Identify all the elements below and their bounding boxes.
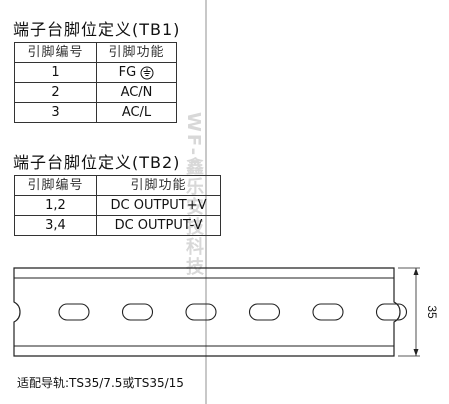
table-row: 3 AC/L — [14, 102, 177, 123]
rail-compatibility-note: 适配导轨:TS35/7.5或TS35/15 — [17, 376, 184, 390]
header-pin-function: 引脚功能 — [96, 42, 177, 63]
pin-function-label: FG — [118, 65, 137, 80]
header-pin-number: 引脚编号 — [14, 175, 97, 196]
pin-number: 3,4 — [14, 215, 97, 236]
rail-slot — [375, 303, 408, 321]
tb2-pin-table: 引脚编号 引脚功能 1,2 DC OUTPUT+V 3,4 DC OUTPUT-… — [14, 175, 221, 236]
pin-function: FG — [96, 62, 177, 83]
rail-slot — [185, 303, 217, 321]
table-row: 1 FG — [14, 62, 177, 83]
pin-function: AC/N — [96, 82, 177, 103]
table-row: 3,4 DC OUTPUT-V — [14, 215, 221, 236]
pin-function: DC OUTPUT-V — [96, 215, 221, 236]
pin-function: AC/L — [96, 102, 177, 123]
earth-ground-icon — [140, 66, 154, 79]
rail-slot — [121, 303, 154, 321]
tb1-pin-table: 引脚编号 引脚功能 1 FG 2 AC/N 3 AC/L — [14, 42, 177, 123]
dimension-label: 35 — [425, 305, 439, 319]
table-header-row: 引脚编号 引脚功能 — [14, 42, 177, 63]
dimension-arrow-bottom — [413, 349, 419, 356]
rail-slot — [312, 303, 344, 321]
header-pin-number: 引脚编号 — [14, 42, 97, 63]
rail-outline — [13, 267, 401, 357]
tb2-title: 端子台脚位定义(TB2) — [13, 153, 181, 172]
pin-function: DC OUTPUT+V — [96, 195, 221, 216]
table-row: 2 AC/N — [14, 82, 177, 103]
pin-number: 1,2 — [14, 195, 97, 216]
pin-number: 2 — [14, 82, 97, 103]
pin-number: 3 — [14, 102, 97, 123]
table-header-row: 引脚编号 引脚功能 — [14, 175, 221, 196]
pin-number: 1 — [14, 62, 97, 83]
rail-slots — [58, 303, 408, 321]
rail-slot — [248, 303, 281, 321]
table-row: 1,2 DC OUTPUT+V — [14, 195, 221, 216]
rail-slot — [58, 303, 90, 321]
dimension-arrow-top — [413, 268, 419, 275]
tb1-title: 端子台脚位定义(TB1) — [13, 20, 181, 39]
header-pin-function: 引脚功能 — [96, 175, 221, 196]
din-rail-drawing: 35 — [13, 267, 439, 357]
